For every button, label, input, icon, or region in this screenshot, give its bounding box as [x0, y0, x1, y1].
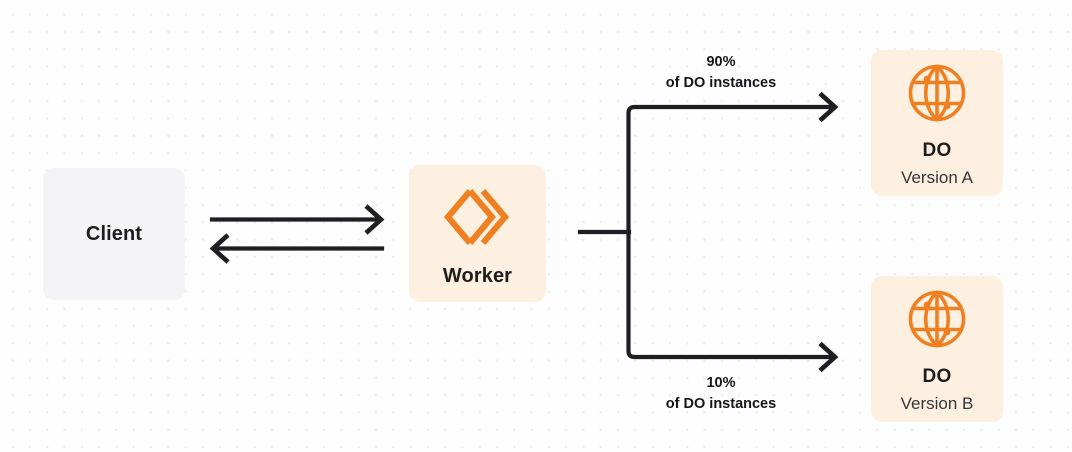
client-label: Client: [85, 222, 143, 245]
arrow-client-to-worker: [209, 204, 385, 235]
do-b-version-label: Version B: [900, 394, 974, 413]
node-do-version-a[interactable]: DO Version A: [871, 50, 1003, 196]
node-client[interactable]: Client: [43, 168, 185, 300]
do-a-version-label: Version A: [901, 168, 973, 187]
do-b-label: DO: [922, 366, 952, 387]
node-do-version-b[interactable]: DO Version B: [871, 276, 1003, 422]
edge-label-do-a-percent: 90%: [706, 54, 736, 70]
worker-label: Worker: [442, 265, 513, 287]
edge-label-do-b-detail: of DO instances: [665, 396, 777, 413]
arrow-worker-to-client: [209, 233, 385, 264]
fork-branch-to-do-a: [626, 91, 839, 235]
edge-label-do-a-detail: of DO instances: [665, 75, 777, 92]
fork-branch-to-do-b: [626, 229, 839, 373]
node-worker[interactable]: Worker: [409, 165, 546, 302]
do-a-label: DO: [922, 140, 952, 161]
globe-icon: [906, 288, 968, 350]
globe-icon: [906, 62, 968, 124]
cloudflare-workers-logo-icon: [439, 185, 517, 249]
edge-label-do-a: 90% of DO instances: [598, 52, 844, 94]
edge-label-do-b-percent: 10%: [706, 375, 736, 391]
edge-label-do-b: 10% of DO instances: [598, 373, 844, 415]
